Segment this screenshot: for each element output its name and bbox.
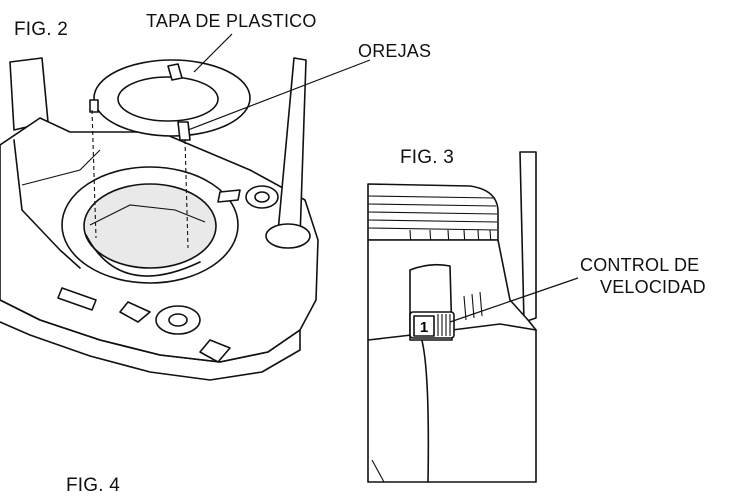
slot-right	[199, 339, 231, 363]
callout-control-line2: VELOCIDAD	[600, 277, 706, 297]
housing-curve	[419, 333, 430, 483]
dial-ridges	[437, 291, 483, 336]
housing-detail	[371, 459, 385, 483]
callout-tapa: TAPA DE PLASTICO	[146, 11, 317, 31]
fig4-label: FIG. 4	[66, 475, 120, 496]
plastic-cap-hole	[117, 76, 219, 122]
leader-tapa	[193, 33, 233, 73]
opening-lip	[89, 204, 206, 226]
base-contour-left	[13, 139, 81, 269]
base-opening-inner	[83, 183, 217, 269]
cord	[519, 151, 537, 323]
fig3-label: FIG. 3	[400, 147, 454, 168]
alignment-line-left	[91, 109, 97, 239]
fig3-drawing: 1	[367, 151, 579, 483]
screw-rear-icon	[254, 191, 270, 203]
right-post-base	[265, 223, 311, 249]
fig2-label: FIG. 2	[14, 19, 68, 40]
housing-seam	[367, 323, 537, 341]
cap-tab-bottom	[177, 121, 191, 141]
dial-number-box	[413, 315, 435, 337]
screw-front-icon	[168, 313, 188, 327]
callout-control-line1: CONTROL DE	[580, 255, 700, 275]
cap-tab-left	[89, 99, 99, 113]
slot-left	[57, 287, 97, 311]
base-contour-inner	[21, 149, 101, 186]
callout-orejas: OREJAS	[358, 41, 432, 61]
cap-tab-top	[167, 63, 183, 81]
leader-orejas	[187, 59, 371, 131]
opening-ring	[85, 234, 201, 277]
dial-setting-number: 1	[420, 319, 428, 336]
fig2-drawing	[0, 33, 371, 381]
slot-front	[119, 301, 151, 323]
base-plate-edge	[0, 299, 301, 381]
housing-body	[367, 239, 537, 483]
slot-rear	[217, 189, 241, 203]
leader-control	[449, 277, 579, 323]
